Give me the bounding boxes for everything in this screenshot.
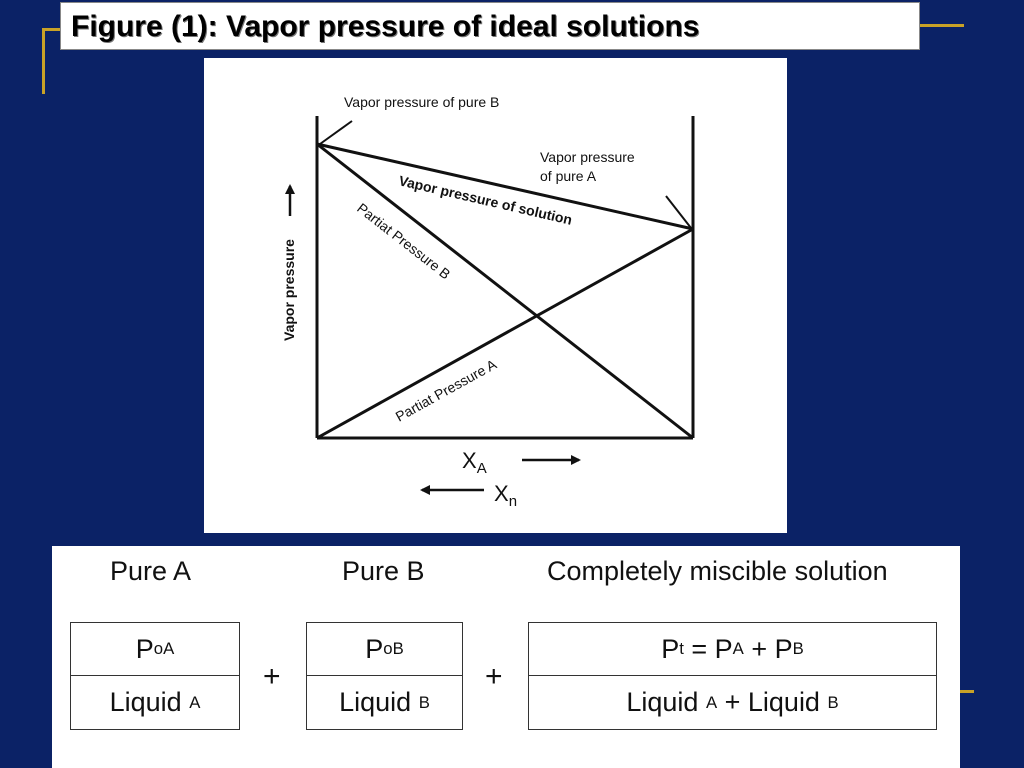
pure-b-liquid-cell: Liquid B [306,675,463,730]
accent-line-right-bottom [960,690,974,693]
label-pure-a-line2: of pure A [540,168,597,184]
plus-sign-2: + [485,660,503,693]
solution-liquid-cell: Liquid A + Liquid B [528,675,937,730]
plus-sign-1: + [263,660,281,693]
accent-line-left-horizontal [42,28,60,31]
partial-pressure-b-line [316,142,694,440]
title-box: Figure (1): Vapor pressure of ideal solu… [60,2,920,50]
header-pure-b: Pure B [342,556,425,586]
vapor-pressure-diagram: Vapor pressure of pure B Vapor pressure … [281,94,695,510]
label-pure-b: Vapor pressure of pure B [344,94,499,110]
label-x-a: XA [462,448,487,477]
pure-a-liquid-cell: Liquid A [70,675,240,730]
solution-pressure-line [316,142,694,231]
header-pure-a: Pure A [110,556,192,586]
pure-b-pointer [319,120,353,145]
figure-panel: Vapor pressure of pure B Vapor pressure … [204,58,787,533]
pure-a-pointer [665,195,692,229]
label-pure-a-line1: Vapor pressure [540,149,635,165]
header-solution: Completely miscible solution [547,556,888,586]
page-title: Figure (1): Vapor pressure of ideal solu… [71,10,700,43]
partial-pressure-a-line [316,227,694,440]
accent-line-left-vertical [42,28,45,94]
table-panel: Pure A Pure B Completely miscible soluti… [52,546,960,768]
accent-line-right-top [920,24,964,27]
label-y-axis: Vapor pressure [281,239,297,341]
label-x-n: Xn [494,481,517,510]
